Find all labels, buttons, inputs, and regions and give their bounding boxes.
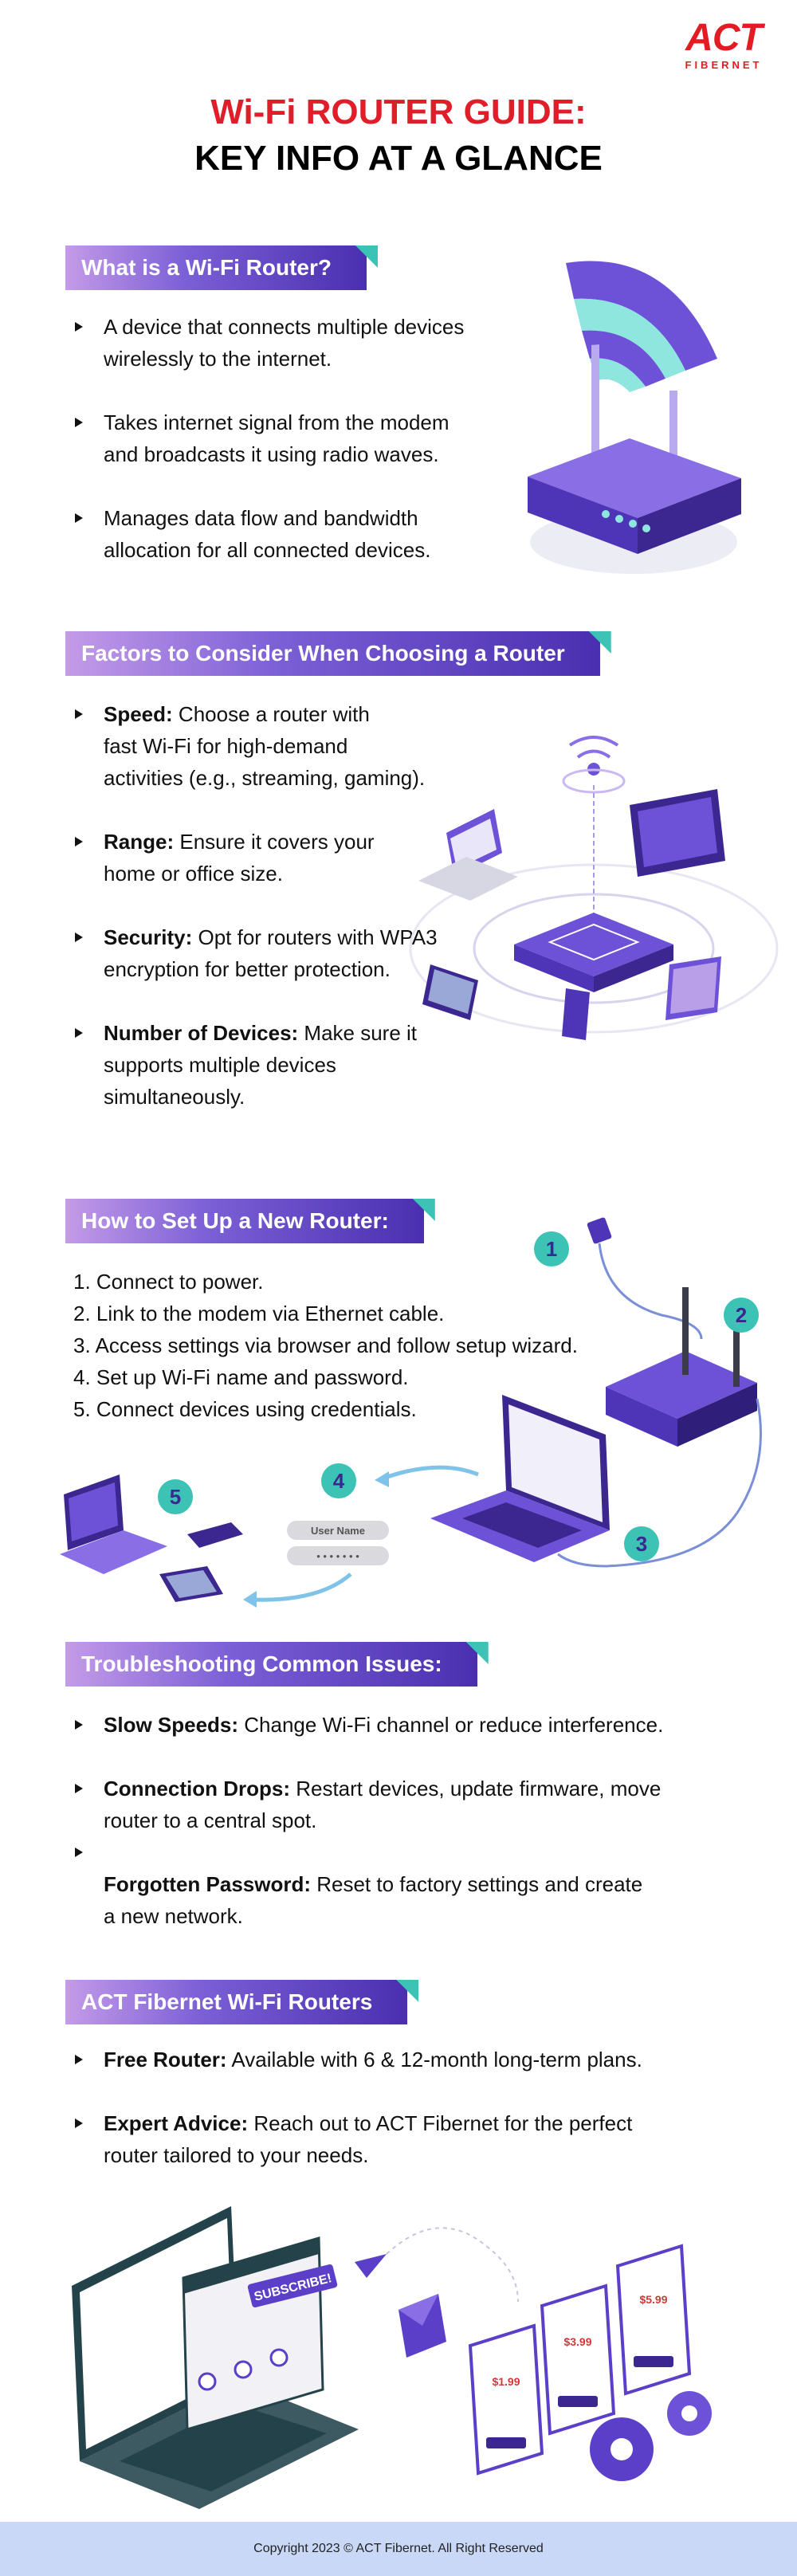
act-fibernet-logo: ACT FIBERNET (676, 17, 771, 72)
list-item: Takes internet signal from the modem and… (70, 406, 464, 470)
item-bold: Expert Advice: (104, 2111, 249, 2135)
item-text: Reset to factory settings and create (311, 1872, 643, 1896)
form-username: User Name (311, 1525, 365, 1537)
item-text: encryption for better protection. (104, 957, 391, 981)
badge-4: 4 (333, 1469, 345, 1493)
setup-steps: 1. Connect to power. 2. Link to the mode… (73, 1266, 578, 1425)
item-text: Takes internet signal from the modem (104, 410, 450, 434)
item-text: Opt for routers with WPA3 (192, 925, 438, 949)
price-3: $5.99 (639, 2293, 667, 2306)
list-item: A device that connects multiple devices … (70, 311, 464, 375)
item-text: Reach out to ACT Fibernet for the perfec… (248, 2111, 633, 2135)
list-item: Speed: Choose a router with fast Wi-Fi f… (70, 698, 438, 794)
list-item: Forgotten Password: Reset to factory set… (70, 1836, 663, 1932)
act-list: Free Router: Available with 6 & 12-month… (70, 2044, 642, 2171)
step-5: 5. Connect devices using credentials. (73, 1397, 417, 1421)
list-item: Free Router: Available with 6 & 12-month… (70, 2044, 642, 2075)
item-text: Restart devices, update firmware, move (290, 1777, 662, 1800)
step-2: 2. Link to the modem via Ethernet cable. (73, 1302, 445, 1325)
footer: Copyright 2023 © ACT Fibernet. All Right… (0, 2522, 797, 2576)
badge-5: 5 (170, 1485, 181, 1509)
section-heading-what: What is a Wi-Fi Router? (65, 245, 367, 290)
item-text: Make sure it (298, 1021, 418, 1045)
section-heading-factors: Factors to Consider When Choosing a Rout… (65, 631, 600, 676)
item-text: activities (e.g., streaming, gaming). (104, 766, 426, 790)
item-text: fast Wi-Fi for high-demand (104, 734, 348, 758)
section-heading-setup: How to Set Up a New Router: (65, 1199, 424, 1243)
item-bold: Forgotten Password: (104, 1872, 312, 1896)
network-devices-illustration (409, 736, 779, 1040)
subscribe-illustration: SUBSCRIBE! $1.99 $3.99 $5.99 (72, 2206, 712, 2509)
item-text: Ensure it covers your (174, 830, 375, 854)
page-title: Wi-Fi ROUTER GUIDE: KEY INFO AT A GLANCE (0, 89, 797, 182)
item-bold: Number of Devices: (104, 1021, 299, 1045)
badge-1: 1 (546, 1237, 557, 1261)
price-2: $3.99 (563, 2335, 591, 2348)
list-item: Connection Drops: Restart devices, updat… (70, 1773, 663, 1836)
section-heading-trouble: Troubleshooting Common Issues: (65, 1642, 477, 1687)
step-1: 1. Connect to power. (73, 1270, 264, 1294)
step-3: 3. Access settings via browser and follo… (73, 1333, 578, 1357)
factors-list: Speed: Choose a router with fast Wi-Fi f… (70, 698, 438, 1113)
section-heading-act: ACT Fibernet Wi-Fi Routers (65, 1980, 408, 2024)
item-text: Manages data flow and bandwidth (104, 506, 418, 530)
badge-3: 3 (636, 1532, 647, 1556)
step-4: 4. Set up Wi-Fi name and password. (73, 1365, 409, 1389)
item-bold: Free Router: (104, 2048, 227, 2071)
form-password: • • • • • • • (316, 1550, 359, 1562)
list-item: Manages data flow and bandwidth allocati… (70, 502, 464, 566)
item-text: Choose a router with (172, 702, 370, 726)
title-line-2: KEY INFO AT A GLANCE (194, 139, 603, 178)
badge-2: 2 (736, 1303, 747, 1327)
item-bold: Connection Drops: (104, 1777, 290, 1800)
item-text: A device that connects multiple devices (104, 315, 465, 339)
list-item: Slow Speeds: Change Wi-Fi channel or red… (70, 1709, 663, 1741)
logo-sub: FIBERNET (685, 59, 763, 71)
item-bold: Security: (104, 925, 193, 949)
item-bold: Speed: (104, 702, 173, 726)
item-text: a new network. (104, 1904, 243, 1928)
setup-illustration: 1 2 3 4 User Name • • • • • • • 5 (60, 1217, 762, 1608)
title-line-1: Wi-Fi ROUTER GUIDE: (210, 92, 587, 132)
item-text: Available with 6 & 12-month long-term pl… (226, 2048, 642, 2071)
copyright-text: Copyright 2023 © ACT Fibernet. All Right… (253, 2542, 544, 2555)
item-bold: Slow Speeds: (104, 1713, 239, 1737)
what-list: A device that connects multiple devices … (70, 311, 464, 566)
item-text: supports multiple devices (104, 1053, 336, 1077)
router-illustration (528, 261, 741, 574)
logo-brand: ACT (685, 17, 763, 59)
item-bold: Range: (104, 830, 175, 854)
list-item: Expert Advice: Reach out to ACT Fibernet… (70, 2107, 642, 2171)
item-text: allocation for all connected devices. (104, 538, 431, 562)
list-item: Number of Devices: Make sure it supports… (70, 1017, 438, 1113)
trouble-list: Slow Speeds: Change Wi-Fi channel or red… (70, 1709, 663, 1932)
item-text: simultaneously. (104, 1085, 245, 1109)
item-text: Change Wi-Fi channel or reduce interfere… (238, 1713, 664, 1737)
list-item: Range: Ensure it covers your home or off… (70, 826, 438, 889)
list-item: Security: Opt for routers with WPA3 encr… (70, 921, 438, 985)
item-text: router to a central spot. (104, 1808, 317, 1832)
item-text: and broadcasts it using radio waves. (104, 442, 439, 466)
item-text: wirelessly to the internet. (104, 347, 332, 371)
item-text: router tailored to your needs. (104, 2143, 369, 2167)
price-1: $1.99 (492, 2375, 520, 2388)
item-text: home or office size. (104, 862, 283, 886)
